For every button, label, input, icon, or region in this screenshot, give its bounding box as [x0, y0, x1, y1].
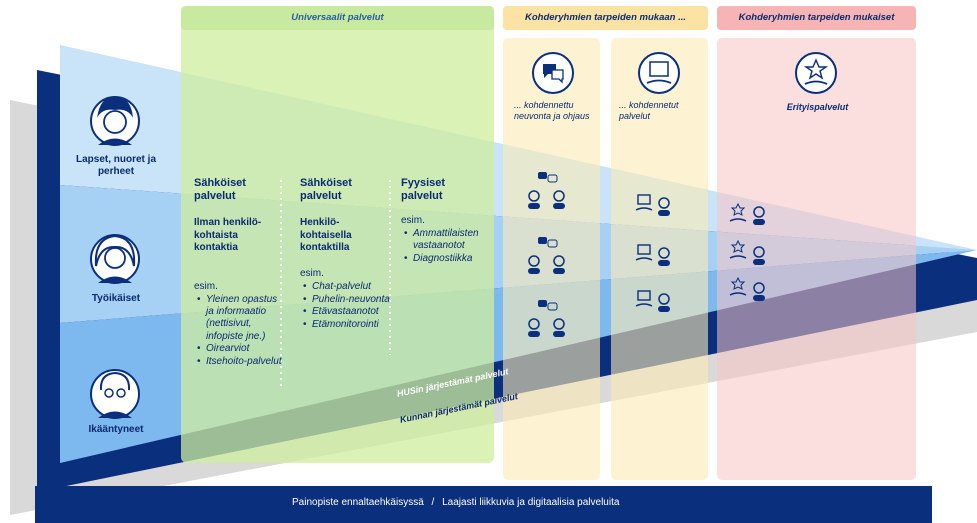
footer-bar: [35, 486, 932, 523]
column-1-title: Sähköiset palvelut: [194, 177, 246, 202]
row-icons: [528, 172, 765, 337]
list-item: Ammattilaisten vastaanotot: [404, 228, 503, 252]
specific-services-label: Erityispalvelut: [786, 102, 849, 112]
list-item: Yleinen opastus ja informaatio (nettisiv…: [197, 294, 286, 343]
elderly-avatar-icon: [90, 369, 140, 419]
column-3-esim: esim.: [401, 215, 425, 226]
targeted-header: Kohderyhmien tarpeiden mukaan ...: [524, 12, 686, 23]
list-item: Chat-palvelut: [303, 281, 398, 293]
working-age-service-icon: [635, 244, 670, 266]
column-3-title: Fyysiset palvelut: [401, 177, 446, 202]
elderly-specific-icon: [729, 276, 765, 301]
column-2-esim: esim.: [300, 268, 324, 279]
targeted-services-label: ... kohdennetut palvelut: [619, 100, 679, 121]
chat-advice-icon: [532, 52, 574, 94]
universal-header-tab: [181, 6, 494, 30]
group-label-children: Lapset, nuoret ja perheet: [75, 154, 156, 177]
column-1-subtitle: Ilman henkilö-kohtaista kontaktia: [194, 217, 262, 253]
service-hand-icon: [638, 52, 680, 94]
list-item: Itsehoito-palvelut: [197, 356, 286, 368]
specific-header: Kohderyhmien tarpeiden mukaiset: [738, 12, 895, 23]
targeted-advice-label: ... kohdennettu neuvonta ja ohjaus: [514, 100, 590, 121]
elderly-advice-icon: [528, 300, 565, 337]
footer-text: Painopiste ennaltaehkäisyssä / Laajasti …: [292, 497, 619, 508]
targeted-column-1-bg: [503, 38, 600, 480]
group-label-working-age: Työikäiset: [91, 293, 141, 304]
footer-suffix: Laajasti liikkuvia ja digitaalisia palve…: [442, 497, 620, 508]
column-1-esim: esim.: [194, 281, 218, 292]
list-item: Puhelin-neuvonta: [303, 294, 398, 306]
children-service-icon: [635, 194, 670, 216]
list-item: Diagnostiikka: [404, 253, 503, 265]
universal-header: Universaalit palvelut: [291, 12, 384, 23]
children-specific-icon: [729, 202, 765, 225]
column-3-list: Ammattilaisten vastaanotot Diagnostiikka: [403, 228, 503, 266]
group-label-elderly: Ikääntyneet: [88, 424, 144, 435]
star-hand-icon: [795, 52, 837, 94]
elderly-service-icon: [635, 290, 670, 312]
adult-avatar-icon: [90, 234, 140, 284]
specific-header-tab: [717, 6, 916, 30]
column-2-title: Sähköiset palvelut: [300, 177, 352, 202]
working-age-specific-icon: [729, 239, 765, 265]
list-item: Etämonitorointi: [303, 319, 398, 331]
working-age-advice-icon: [528, 237, 565, 274]
specific-column-bg: [717, 38, 916, 480]
targeted-column-2-bg: [611, 38, 708, 480]
children-advice-icon: [528, 172, 565, 209]
column-2-list: Chat-palvelut Puhelin-neuvonta Etävastaa…: [302, 281, 398, 332]
footer-prefix: Painopiste ennaltaehkäisyssä: [292, 497, 424, 508]
list-item: Oirearviot: [197, 343, 286, 355]
column-1-list: Yleinen opastus ja informaatio (nettisiv…: [196, 294, 286, 369]
column-2-subtitle: Henkilö-kohtaisella kontaktilla: [300, 217, 352, 253]
footer-separator: /: [431, 497, 435, 508]
targeted-header-tab: [503, 6, 708, 30]
child-avatar-icon: [90, 96, 140, 146]
list-item: Etävastaanotot: [303, 306, 398, 318]
